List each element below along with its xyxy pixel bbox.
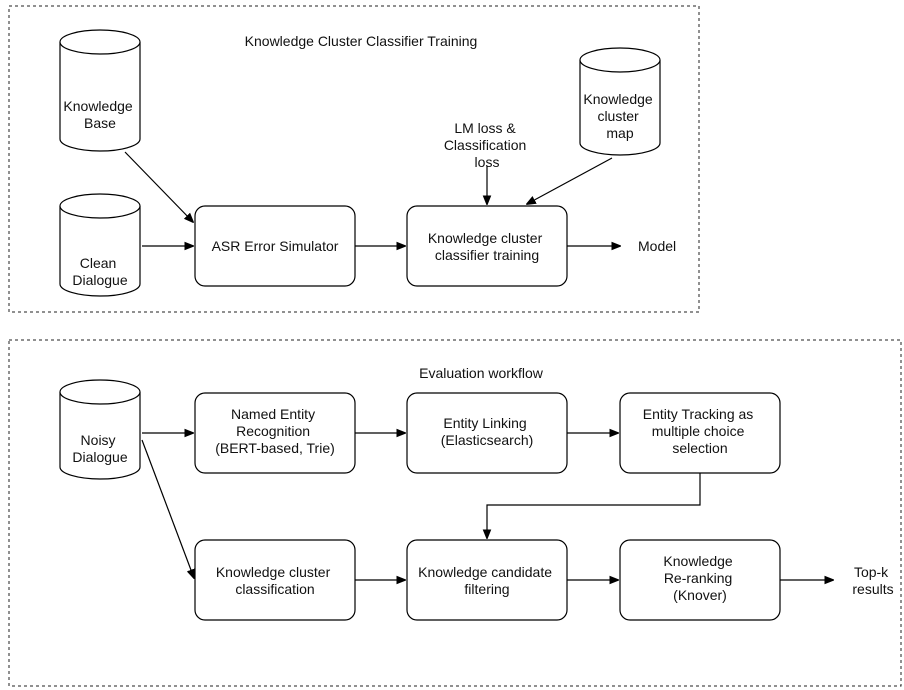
entity-linking-label: Entity Linking (Elasticsearch) <box>441 415 534 448</box>
cluster-map-label: Knowledge cluster map <box>583 91 656 141</box>
training-section-title: Knowledge Cluster Classifier Training <box>245 33 478 49</box>
clean-dialogue-database: Clean Dialogue <box>59 193 141 297</box>
loss-annotation: LM loss & Classification loss <box>444 120 530 170</box>
ner-box: Named Entity Recognition (BERT-based, Tr… <box>194 392 356 474</box>
top-k-results-label: Top-k results <box>852 564 893 597</box>
clean-dialogue-label: Clean Dialogue <box>72 255 127 288</box>
ner-label: Named Entity Recognition (BERT-based, Tr… <box>215 406 335 456</box>
asr-error-simulator-label: ASR Error Simulator <box>212 238 339 254</box>
kb-to-asr-arrow <box>124 151 193 222</box>
noisy-dialogue-label: Noisy Dialogue <box>72 432 127 465</box>
noisy-dialogue-database: Noisy Dialogue <box>59 379 141 480</box>
entity-linking-box: Entity Linking (Elasticsearch) <box>406 392 568 474</box>
training-section-frame <box>8 5 700 313</box>
cluster-classification-label: Knowledge cluster classification <box>216 564 334 597</box>
tracking-to-filtering-arrow <box>487 473 701 538</box>
evaluation-section-title: Evaluation workflow <box>419 365 544 381</box>
classifier-training-label: Knowledge cluster classifier training <box>428 230 546 263</box>
candidate-filtering-label: Knowledge candidate filtering <box>418 564 556 597</box>
asr-error-simulator-box: ASR Error Simulator <box>194 205 356 287</box>
knowledge-base-database: Knowledge Base <box>59 29 141 152</box>
cluster-map-to-training-arrow <box>527 157 613 204</box>
candidate-filtering-box: Knowledge candidate filtering <box>406 539 568 621</box>
reranking-label: Knowledge Re-ranking (Knover) <box>663 553 736 603</box>
model-output-label: Model <box>638 238 676 254</box>
entity-tracking-box: Entity Tracking as multiple choice selec… <box>619 392 781 474</box>
cluster-classification-box: Knowledge cluster classification <box>194 539 356 621</box>
classifier-training-box: Knowledge cluster classifier training <box>406 205 568 287</box>
entity-tracking-label: Entity Tracking as multiple choice selec… <box>643 406 757 456</box>
reranking-box: Knowledge Re-ranking (Knover) <box>619 539 781 621</box>
evaluation-section-frame <box>8 339 902 687</box>
knowledge-base-label: Knowledge Base <box>63 98 136 131</box>
noisy-to-classification-arrow <box>141 439 194 578</box>
knowledge-cluster-map-database: Knowledge cluster map <box>579 47 661 156</box>
